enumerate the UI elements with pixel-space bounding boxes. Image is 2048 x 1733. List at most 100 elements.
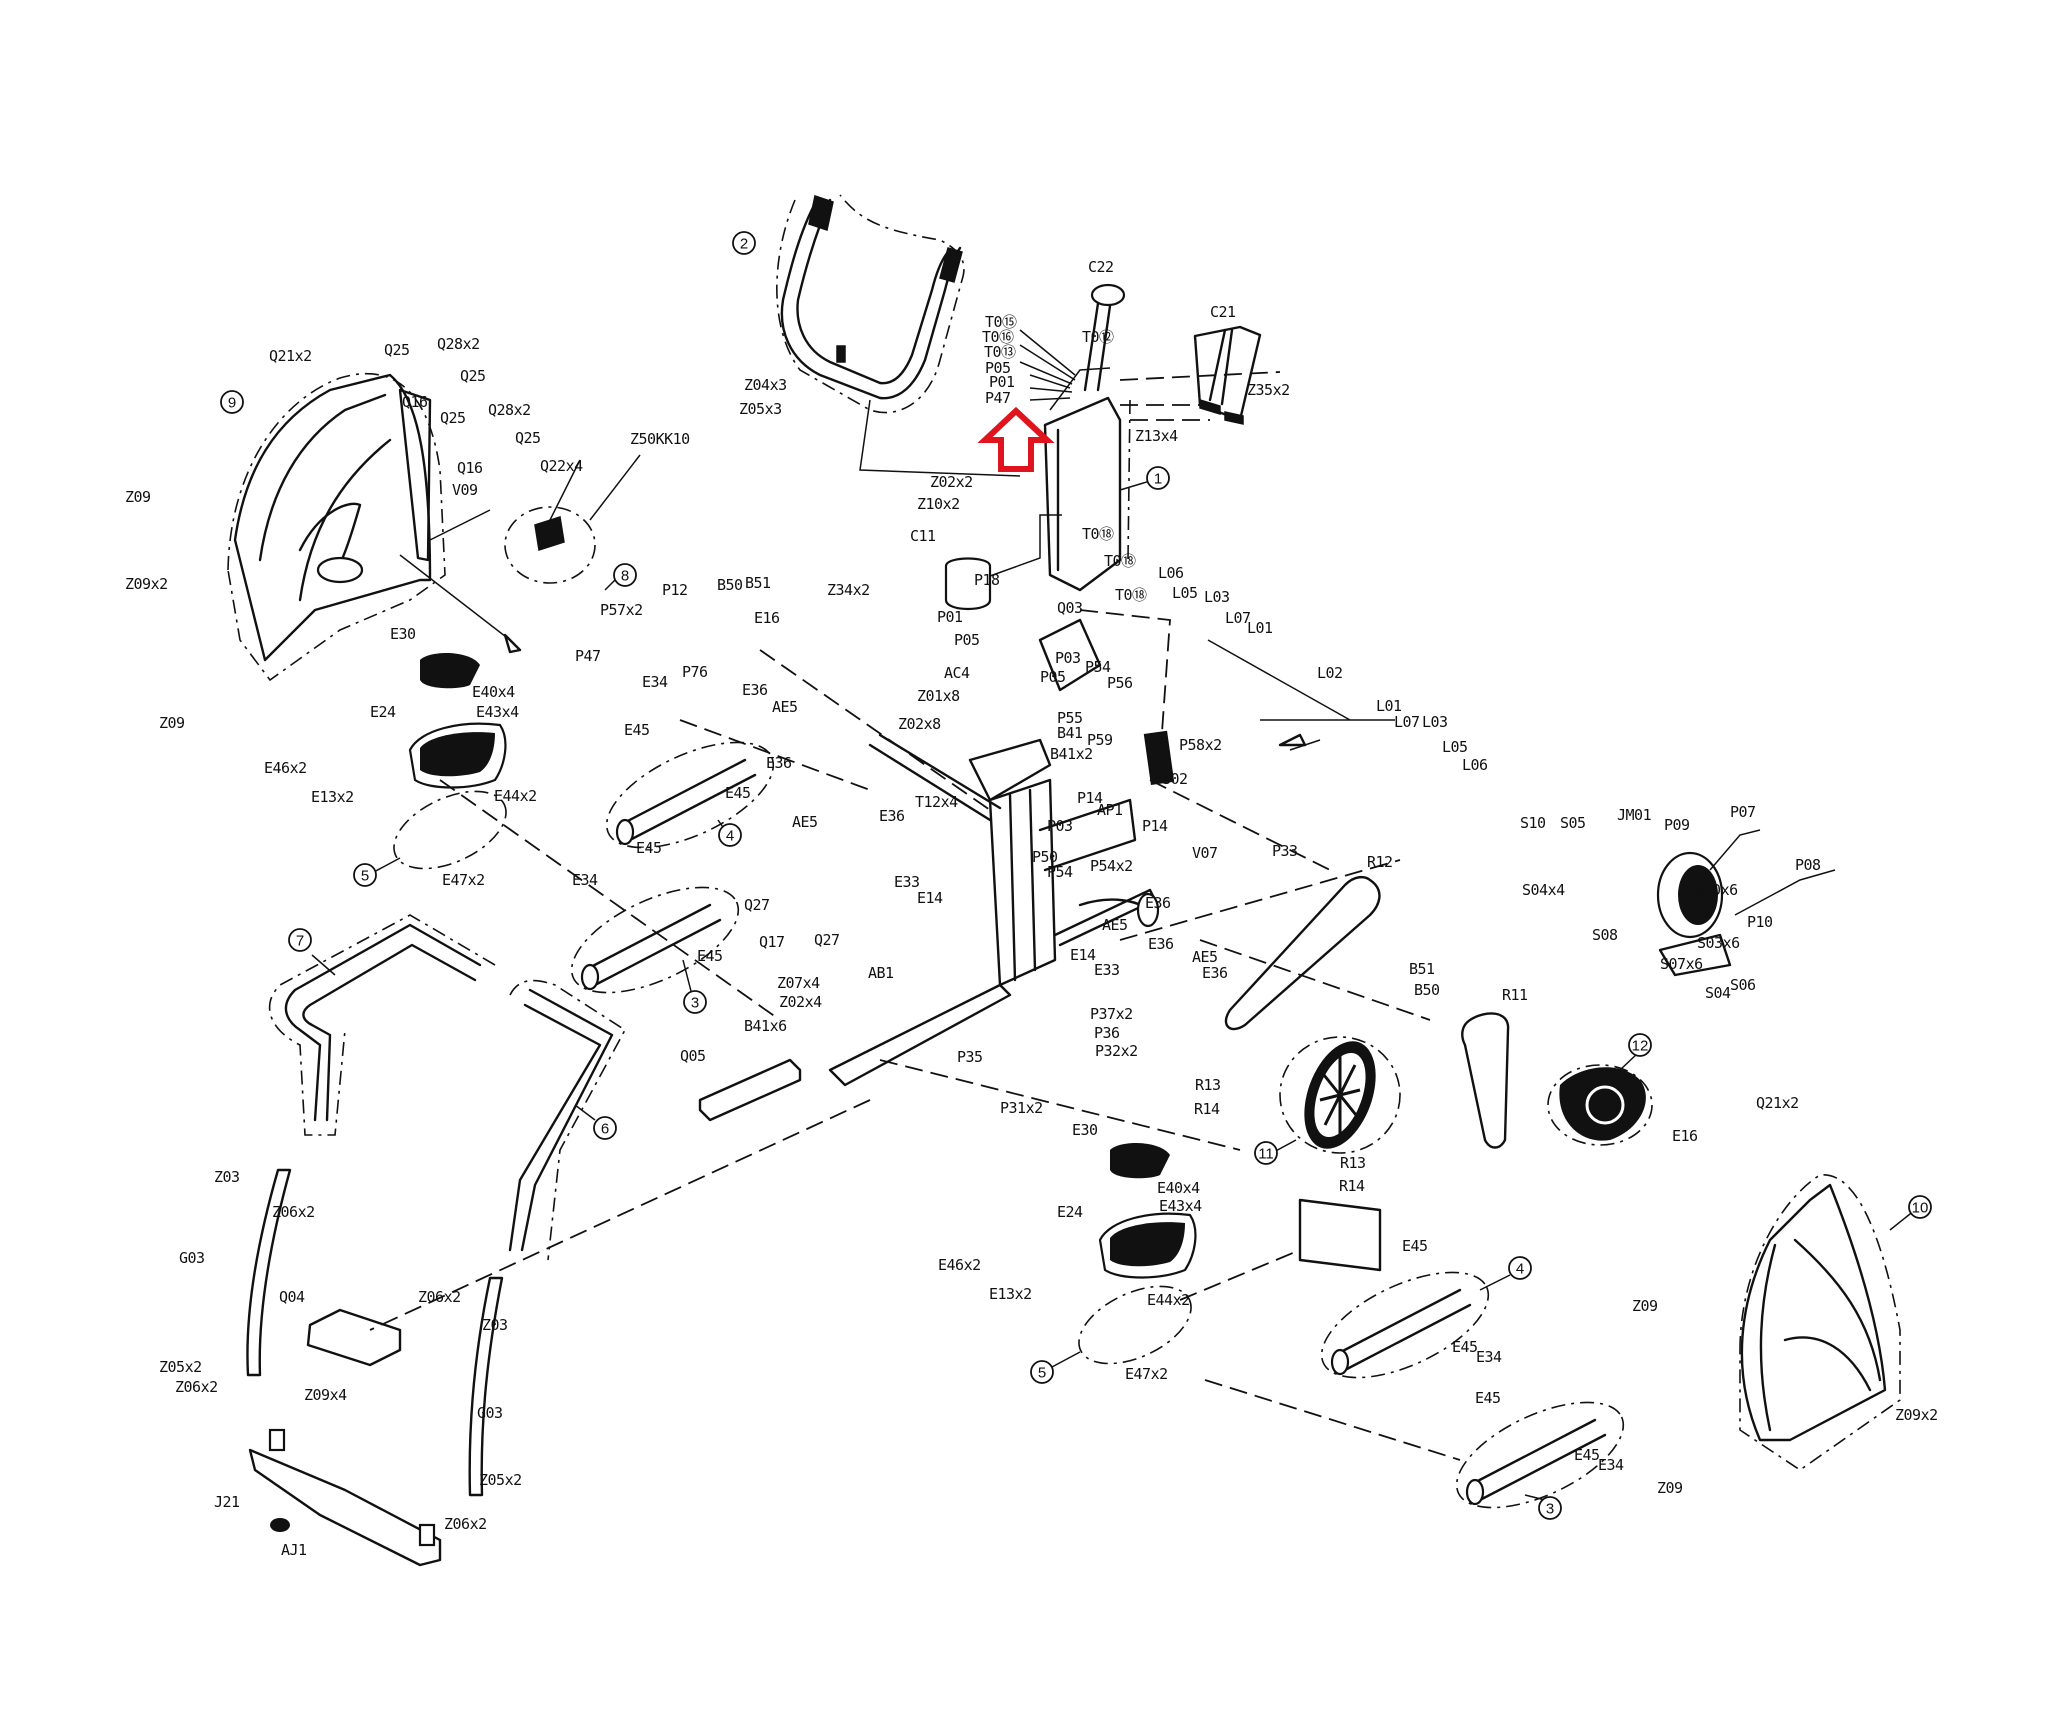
part-label-s10: S10 [1520,814,1546,832]
part-label-t12x4: T12x4 [915,793,958,811]
assembly-callout-10: 10 [1908,1195,1932,1219]
part-label-l07: L07 [1225,609,1251,627]
part-label-e13x2: E13x2 [311,788,354,806]
pedal-arm-3-right [1455,1401,1625,1509]
part-label-l03: L03 [1422,713,1448,731]
pedal-arm-4-right [1320,1271,1511,1379]
part-label-e34: E34 [1476,1348,1502,1366]
part-label-l01: L01 [1376,697,1402,715]
part-label-p57x2: P57x2 [600,601,643,619]
part-label-ae5: AE5 [1102,916,1128,934]
part-label-z07x4: Z07x4 [777,974,820,992]
part-label-l03: L03 [1204,588,1230,606]
callout-number: 4 [1516,1261,1524,1278]
part-label-t0: T0⑯ [982,328,1014,346]
callout-circle [1254,1141,1278,1165]
pedal-arm-4-left [605,741,775,849]
callout-number: 2 [740,236,748,253]
pedal-arm-3-left [570,886,740,996]
part-label-q05: Q05 [680,1047,706,1065]
part-label-z09: Z09 [1632,1297,1658,1315]
part-label-s07x6: S07x6 [1660,955,1703,973]
right-side-shroud [1739,1174,1916,1471]
part-label-z13x4: Z13x4 [1135,427,1178,445]
part-label-p37x2: P37x2 [1090,1005,1133,1023]
part-label-e34: E34 [572,871,598,889]
callout-circle [613,563,637,587]
part-label-q22x4: Q22x4 [540,457,583,475]
part-label-q04: Q04 [279,1288,305,1306]
part-label-z09x2: Z09x2 [1895,1406,1938,1424]
assembly-callout-11: 11 [1254,1141,1278,1165]
part-label-z09: Z09 [1657,1479,1683,1497]
assembly-callout-12: 12 [1628,1033,1652,1057]
callout-circle [1146,466,1170,490]
part-label-p35: P35 [957,1048,983,1066]
assembly-callout-5a: 5 [353,863,377,887]
part-label-c11: C11 [910,527,936,545]
part-label-p33: P33 [1272,842,1298,860]
callout-number: 3 [1546,1501,1554,1518]
motor-jm01 [1656,829,1836,977]
callout-circle [593,1116,617,1140]
part-label-z02x8: Z02x8 [898,715,941,733]
part-label-q25: Q25 [384,341,410,359]
part-label-p07: P07 [1730,803,1756,821]
part-label-l05: L05 [1172,584,1198,602]
callout-number: 3 [691,995,699,1012]
part-label-e16: E16 [1672,1127,1698,1145]
drive-belt-r11 [1461,1012,1510,1149]
part-label-z06x2: Z06x2 [444,1515,487,1533]
part-label-p54x2: P54x2 [1090,857,1133,875]
part-label-q16: Q16 [457,459,483,477]
part-label-z05x2: Z05x2 [479,1471,522,1489]
callout-number: 5 [1038,1365,1046,1382]
part-label-q03: Q03 [1057,599,1083,617]
part-label-e24: E24 [1057,1203,1083,1221]
part-label-r14: R14 [1339,1177,1365,1195]
part-label-q28x2: Q28x2 [488,401,531,419]
part-label-q28x2: Q28x2 [437,335,480,353]
part-label-ap1: AP1 [1097,801,1123,819]
part-label-e36: E36 [1202,964,1228,982]
assembly-callout-9: 9 [220,390,244,414]
callout-number: 8 [621,568,629,585]
part-label-z50kk10: Z50KK10 [630,430,690,448]
part-label-p03: P03 [1055,649,1081,667]
part-label-p47: P47 [985,389,1011,407]
bracket-assembly-8 [429,454,641,591]
part-label-e30: E30 [1072,1121,1098,1139]
part-label-s06: S06 [1730,976,1756,994]
part-label-ae5: AE5 [792,813,818,831]
part-label-r14: R14 [1194,1100,1220,1118]
part-label-s08: S08 [1592,926,1618,944]
pulley-assembly-12 [1547,1052,1653,1146]
part-label-r13: R13 [1195,1076,1221,1094]
part-label-ae5: AE5 [772,698,798,716]
callout-number: 9 [228,395,236,412]
part-label-ae5: AE5 [1192,948,1218,966]
part-label-p05: P05 [985,359,1011,377]
callout-circle [1508,1256,1532,1280]
part-label-r13: R13 [1340,1154,1366,1172]
part-label-z04x3: Z04x3 [744,376,787,394]
cover-q04 [306,1308,402,1367]
part-label-r12: R12 [1367,853,1393,871]
part-label-b50: B50 [1414,981,1440,999]
part-label-p31x2: P31x2 [1000,1099,1043,1117]
part-label-e36: E36 [766,754,792,772]
callout-number: 4 [726,828,734,845]
part-label-e47x2: E47x2 [442,871,485,889]
part-label-c21: C21 [1210,303,1236,321]
part-label-z02x4: Z02x4 [779,993,822,1011]
lower-arm-g03-left [246,1168,292,1377]
part-label-s05: S05 [1560,814,1586,832]
part-label-e47x2: E47x2 [1125,1365,1168,1383]
part-label-q25: Q25 [515,429,541,447]
part-label-e14: E14 [1070,946,1096,964]
callout-circle [1030,1360,1054,1384]
part-label-l01: L01 [1247,619,1273,637]
assembly-callout-5b: 5 [1030,1360,1054,1384]
